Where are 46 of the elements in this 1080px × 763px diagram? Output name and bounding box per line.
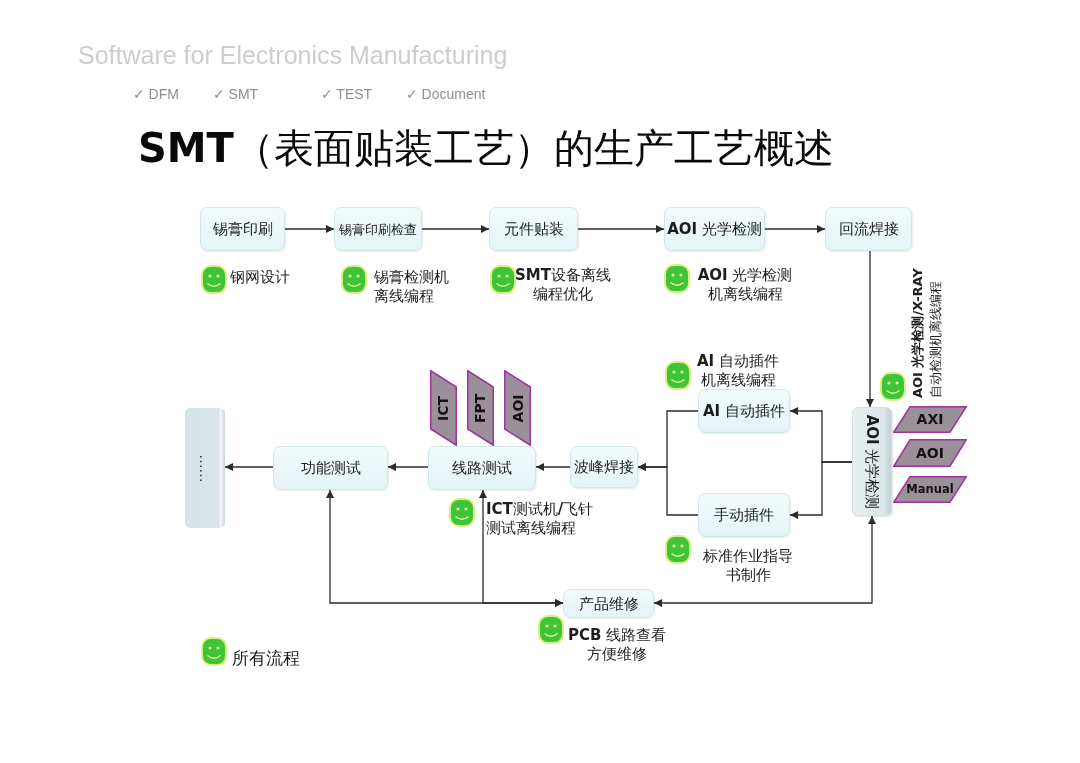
arrow [224,463,274,471]
parallelogram-tag: AOI [893,439,967,467]
process-box: 手动插件 [698,493,790,537]
checklist-item: ✓ TEST [321,86,373,103]
process-box: 元件贴装 [489,207,578,251]
annotation-text: PCB 线路查看方便维修 [566,626,668,664]
arrow [764,225,826,233]
double-arrow [479,489,564,607]
arrow [387,463,429,471]
annotation-text: 标准作业指导书制作 [702,547,794,585]
title-text: SMT（表面贴装工艺）的生产工艺概述 [138,124,834,172]
annotation-text: ICT测试机/飞针测试离线编程 [486,500,595,538]
checklist-item: ✓ Document [406,86,486,103]
continuation-box: …… [185,408,225,528]
process-box: 锡膏印刷 [200,207,285,251]
parallelogram-tag: ICT [430,370,457,446]
process-box: AOI 光学检测 [664,207,765,251]
arrow [866,250,874,408]
process-box: 回流焊接 [825,207,912,251]
note-text: 所有流程 [232,648,300,669]
process-box: 产品维修 [563,589,654,618]
arrow [284,225,335,233]
annotation-text: 钢网设计 [230,268,291,287]
process-box: 波峰焊接 [570,446,638,488]
arrow [789,461,853,519]
process-box: 锡膏印刷检查 [334,207,422,251]
process-box: AOI 光学检测 [852,407,892,516]
process-box: 线路测试 [428,446,536,490]
parallelogram-tag: FPT [467,370,494,446]
parallelogram-tag: AXI [893,406,967,433]
arrow [535,463,571,471]
parallelogram-tag: AOI [504,370,531,446]
arrow [637,463,699,516]
annotation-text: AOI 光学检测机离线编程 [696,266,794,304]
checklist-item: ✓ SMT [213,86,259,103]
annotation-text: AOI 光学检测/X-RAY自动检测机离线编程 [909,267,944,398]
checklist-item: ✓ DFM [133,86,179,103]
annotation-text: SMT设备离线编程优化 [514,266,612,304]
arrow [577,225,665,233]
process-box: 功能测试 [273,446,388,490]
annotation-text: AI 自动插件机离线编程 [696,352,780,390]
process-box: AI 自动插件 [698,389,790,433]
arrow [421,225,490,233]
annotation-text: 锡膏检测机离线编程 [374,268,450,306]
parallelogram-tag: Manual [893,476,967,503]
double-arrow [653,515,876,607]
